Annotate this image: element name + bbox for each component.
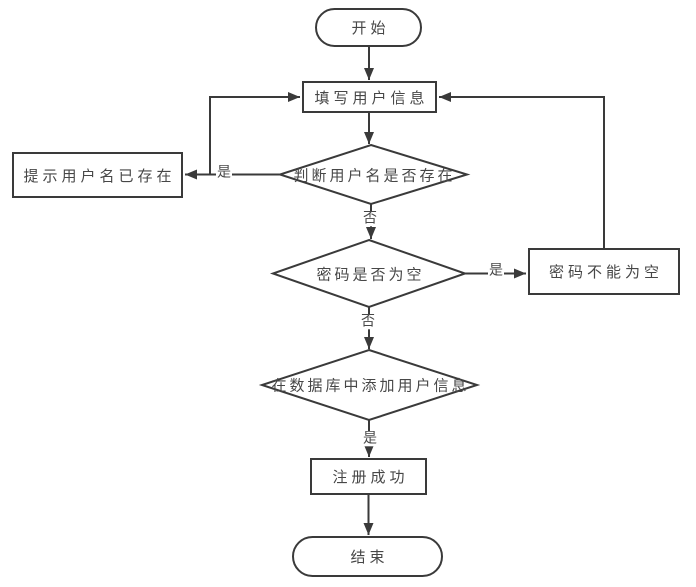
node-password-required-message: 密码不能为空 <box>528 248 680 295</box>
node-fill-user-info: 填写用户信息 <box>302 81 437 113</box>
node-register-success: 注册成功 <box>310 458 427 495</box>
edge-label-username-yes: 是 <box>216 165 232 181</box>
node-check-username-label: 判断用户名是否存在 <box>293 168 456 185</box>
edge-label-password-yes: 是 <box>488 263 504 279</box>
edge-label-username-no: 否 <box>362 211 378 227</box>
node-end: 结束 <box>292 536 443 577</box>
node-start: 开始 <box>315 8 422 47</box>
node-password-empty-label: 密码是否为空 <box>316 267 425 284</box>
edge-label-db-yes: 是 <box>362 431 378 447</box>
edge-existsmsg-loop-to-fillinfo <box>209 92 300 175</box>
edge-pwdmsg-loop-to-fillinfo <box>439 92 605 248</box>
edge-label-password-no: 否 <box>360 314 376 330</box>
node-username-exists-message: 提示用户名已存在 <box>12 152 183 198</box>
node-add-user-to-db-label: 在数据库中添加用户信息 <box>271 378 470 395</box>
